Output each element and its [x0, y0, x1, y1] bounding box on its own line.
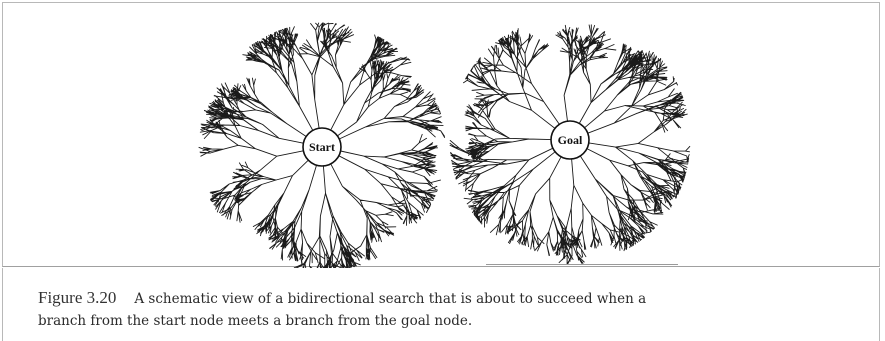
tree-branches — [198, 22, 446, 268]
figure-caption-line-1: Figure 3.20 A schematic view of a bidirec… — [38, 288, 646, 308]
goal-node-label: Goal — [558, 133, 583, 147]
goal-node: Goal — [550, 120, 590, 160]
figure-number: Figure 3.20 — [38, 288, 117, 307]
figure-caption-line-2: branch from the start node meets a branc… — [38, 313, 473, 329]
caption-frame — [2, 268, 880, 341]
figure-underline — [486, 264, 678, 265]
start-node-label: Start — [309, 140, 335, 154]
caption-text-1: A schematic view of a bidirectional sear… — [134, 291, 647, 307]
tree-branches — [449, 24, 691, 265]
start-search-tree — [198, 22, 446, 268]
figure-frame — [2, 2, 880, 267]
bidirectional-search-diagram: Start Goal — [198, 22, 691, 268]
goal-search-tree — [449, 24, 691, 265]
start-node: Start — [302, 127, 342, 167]
